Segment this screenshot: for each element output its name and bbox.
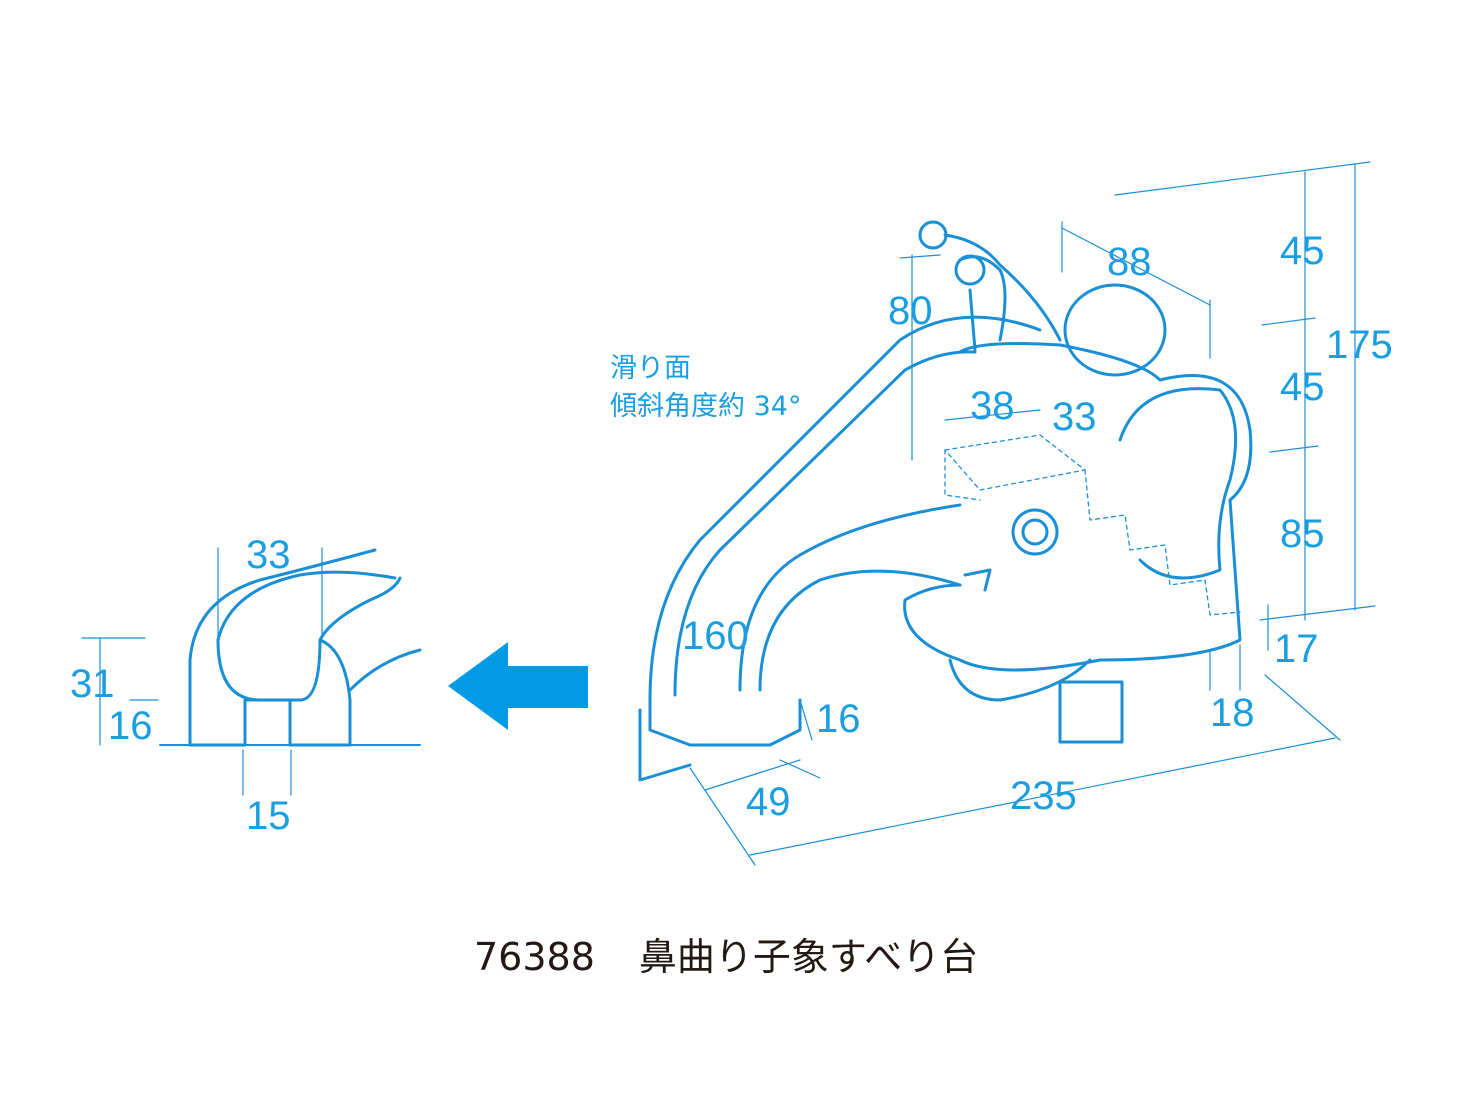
ear-height-label: 80 [888,289,933,333]
note-line-2: 傾斜角度約 34° [610,391,802,422]
arrow-left-icon [448,642,588,730]
dimension-lines [689,161,1376,866]
slide-drawing [638,315,1042,782]
base-width-label: 18 [1210,691,1255,735]
product-caption: 76388 鼻曲り子象すべり台 [474,926,1022,981]
slide-end-width-label: 49 [746,780,791,824]
slide-end-height-label: 16 [816,697,861,741]
platform-depth-label: 33 [1052,395,1097,439]
elephant-drawing [903,220,1253,744]
height-top-label: 45 [1280,229,1325,273]
side-height-base-label: 16 [108,704,153,748]
height-total-label: 175 [1326,323,1393,367]
head-depth-label: 88 [1107,240,1152,284]
height-mid-label: 45 [1280,365,1325,409]
product-code: 76388 [474,935,595,979]
platform-width-label: 38 [970,384,1015,428]
height-lower-label: 85 [1280,512,1325,556]
side-leg-width-label: 15 [246,794,291,838]
hidden-steps [944,434,1241,616]
slide-length-label: 160 [682,614,749,658]
side-width-top-label: 33 [246,533,291,577]
side-section-drawing [188,548,422,747]
slide-surface-note: 滑り面 傾斜角度約 34° [610,350,801,426]
side-height-total-label: 31 [70,662,115,706]
total-length-label: 235 [1010,774,1077,818]
base-height-label: 17 [1274,627,1319,671]
product-name: 鼻曲り子象すべり台 [638,935,979,979]
note-line-1: 滑り面 [610,353,691,384]
